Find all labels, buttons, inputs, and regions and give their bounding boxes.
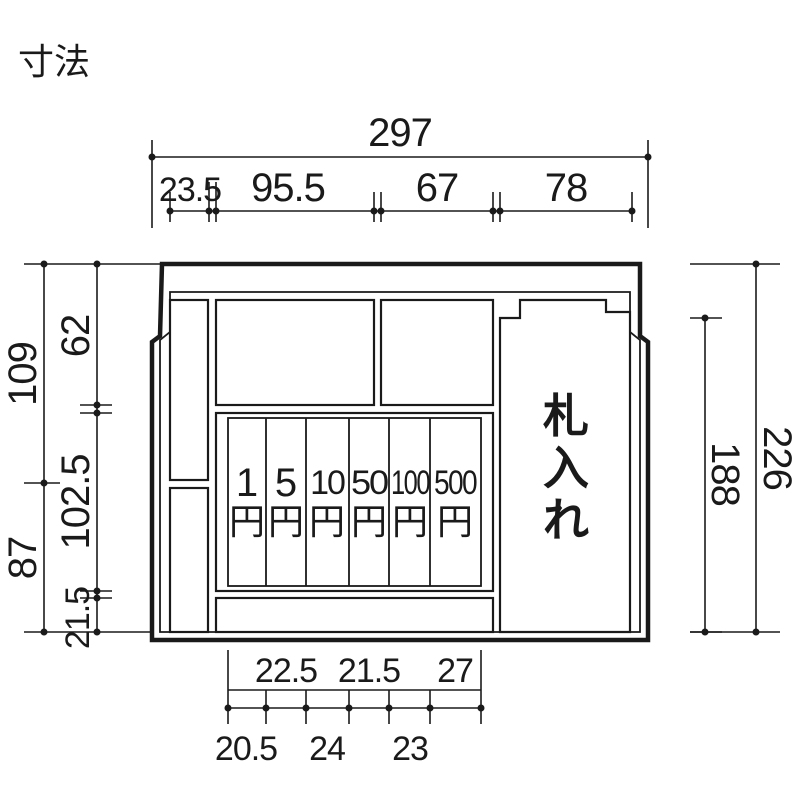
bill-char-3: れ xyxy=(543,493,589,547)
dim-dot xyxy=(93,260,101,268)
left-outer-top-label: 109 xyxy=(1,342,45,406)
left-lower-compartment xyxy=(168,486,210,634)
tray-inner-outline xyxy=(159,291,641,633)
dim-dot xyxy=(302,704,310,712)
coin-unit-50: 円 xyxy=(351,502,387,543)
coin-area-inner xyxy=(227,417,482,587)
right-inner-label: 188 xyxy=(703,442,747,506)
dim-dot xyxy=(752,628,760,636)
bottom-dimensions: 22.5 21.5 27 20.5 24 23 xyxy=(215,650,485,768)
left-upper-compartment xyxy=(168,298,210,482)
bottom-upper-label-1: 22.5 xyxy=(255,652,317,690)
diagram-title: 寸法 xyxy=(18,42,90,83)
dim-dot xyxy=(93,587,101,595)
coin-value-100: 100 xyxy=(391,464,430,502)
dim-dot xyxy=(212,207,220,215)
coin-unit-1: 円 xyxy=(229,502,265,543)
dim-dot xyxy=(701,628,709,636)
left-inner-mid-label: 102.5 xyxy=(54,454,98,549)
dim-dot xyxy=(205,207,213,215)
right-overall-label: 226 xyxy=(755,426,799,490)
left-dimensions: 109 87 62 102.5 21.5 xyxy=(1,260,160,649)
bill-char-1: 札 xyxy=(543,389,589,443)
segment-label-3: 67 xyxy=(416,166,459,210)
dim-dot xyxy=(644,153,652,161)
dim-dot xyxy=(628,207,636,215)
bill-char-2: 入 xyxy=(543,441,589,495)
dim-dot xyxy=(496,207,504,215)
dim-dot xyxy=(40,628,48,636)
dim-dot xyxy=(93,409,101,417)
left-outer-bottom-label: 87 xyxy=(1,537,45,580)
bottom-upper-label-2: 21.5 xyxy=(338,652,400,690)
coin-value-1: 1 xyxy=(236,461,258,505)
bottom-compartment xyxy=(214,596,495,634)
dim-dot xyxy=(166,207,174,215)
dim-dot xyxy=(93,594,101,602)
dim-dot xyxy=(40,260,48,268)
dim-dot xyxy=(477,704,485,712)
dim-dot xyxy=(426,704,434,712)
dim-dot xyxy=(40,479,48,487)
left-inner-bottom-label: 21.5 xyxy=(59,587,97,649)
dim-dot xyxy=(385,704,393,712)
dim-dot xyxy=(93,401,101,409)
coin-dividers xyxy=(265,418,431,586)
bill-label: 札 入 れ xyxy=(543,389,589,547)
dim-dot xyxy=(148,153,156,161)
left-inner-top-label: 62 xyxy=(54,315,98,358)
upper-right-compartment xyxy=(379,298,495,407)
dim-dot xyxy=(370,207,378,215)
top-dimensions: 297 23.5 95.5 67 78 xyxy=(148,111,652,228)
bottom-lower-label-1: 20.5 xyxy=(215,730,277,768)
coin-value-10: 10 xyxy=(310,464,345,502)
bottom-lower-label-3: 23 xyxy=(392,730,428,768)
upper-left-compartment xyxy=(214,298,376,407)
segment-label-2: 95.5 xyxy=(251,166,325,210)
dim-dot xyxy=(224,704,232,712)
coin-area-frame xyxy=(214,411,495,593)
coin-value-500: 500 xyxy=(434,464,477,502)
coin-unit-100: 円 xyxy=(392,502,428,543)
dim-dot xyxy=(345,704,353,712)
right-dimensions: 188 226 xyxy=(690,260,799,636)
dim-dot xyxy=(489,207,497,215)
dim-dot xyxy=(262,704,270,712)
bottom-lower-label-2: 24 xyxy=(309,730,345,768)
bottom-upper-label-3: 27 xyxy=(437,652,473,690)
dim-dot xyxy=(377,207,385,215)
coin-unit-500: 円 xyxy=(437,502,473,543)
segment-label-1: 23.5 xyxy=(159,171,221,209)
dim-dot xyxy=(752,260,760,268)
coin-value-50: 50 xyxy=(351,464,388,502)
dim-dot xyxy=(701,314,709,322)
tray xyxy=(149,261,651,643)
coin-labels: 1 円 5 円 10 円 50 円 100 円 500 円 xyxy=(229,461,479,543)
bill-compartment xyxy=(498,298,632,634)
coin-unit-10: 円 xyxy=(309,502,345,543)
segment-label-4: 78 xyxy=(545,166,588,210)
coin-unit-5: 円 xyxy=(268,502,304,543)
overall-width-label: 297 xyxy=(368,111,432,155)
dim-dot xyxy=(93,628,101,636)
coin-value-5: 5 xyxy=(275,461,297,505)
